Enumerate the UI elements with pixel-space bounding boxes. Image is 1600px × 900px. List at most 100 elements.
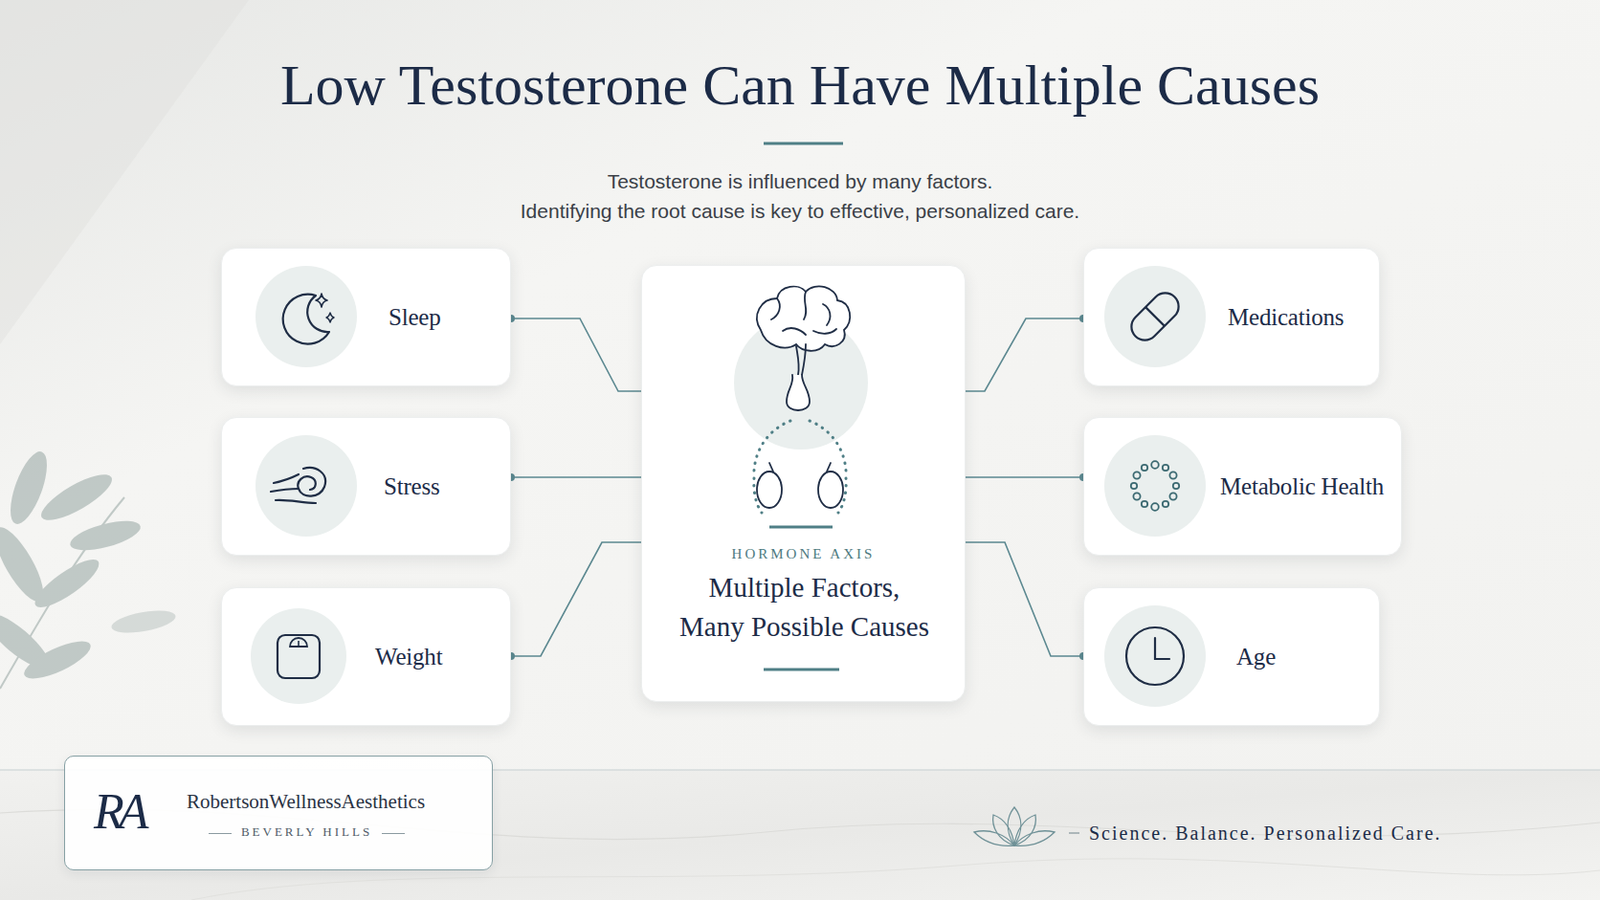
factor-label: Metabolic Health xyxy=(1220,473,1384,501)
logo-box: RA RobertsonWellnessAestheticsBEVERLY HIL… xyxy=(64,755,493,871)
plant-leaves xyxy=(2,447,55,530)
metabolic-icon xyxy=(1141,465,1148,471)
connector-line xyxy=(511,318,642,392)
stress-icon xyxy=(255,435,357,537)
pill-icon xyxy=(1145,307,1165,327)
plant-leaves xyxy=(19,634,95,687)
connector-group xyxy=(507,542,642,661)
factor-label: Medications xyxy=(1227,304,1344,332)
plant-leaves xyxy=(35,466,118,530)
metabolic-icon xyxy=(1131,483,1137,489)
connector-line xyxy=(511,542,642,657)
metabolic-icon xyxy=(1104,435,1206,537)
hormone-axis-illustration xyxy=(733,315,868,450)
hormone-axis-illustration xyxy=(803,291,806,320)
hormone-axis-illustration xyxy=(754,421,791,471)
title-divider xyxy=(763,143,844,145)
metabolic-icon xyxy=(1162,465,1169,471)
metabolic-icon xyxy=(1104,435,1206,537)
metabolic-icon xyxy=(1141,501,1148,508)
sleep-icon xyxy=(326,312,334,323)
pill-icon xyxy=(1126,288,1185,347)
factor-card: Weight xyxy=(221,587,512,727)
stress-icon xyxy=(255,435,357,537)
connector-line xyxy=(965,318,1084,392)
stress-icon xyxy=(297,467,326,497)
wall xyxy=(0,0,249,345)
card-heading: Multiple Factors, Many Possible Causes xyxy=(661,568,948,647)
weight-scale-icon xyxy=(250,608,347,705)
title-divider xyxy=(763,142,844,146)
center-rules xyxy=(763,668,840,672)
factor-card: Medications xyxy=(1083,247,1380,387)
plant-leaves xyxy=(0,521,52,608)
pill-icon xyxy=(1104,266,1206,368)
center-rules xyxy=(769,526,833,530)
lotus-icon xyxy=(974,831,1015,847)
brand-name: RobertsonWellnessAesthetics xyxy=(186,790,425,815)
hormone-axis-illustration xyxy=(796,346,800,376)
lotus-icon xyxy=(1007,807,1022,846)
hormone-axis-illustration xyxy=(782,328,806,335)
hormone-axis-illustration xyxy=(771,298,780,320)
sleep-icon xyxy=(255,266,357,368)
connector-group xyxy=(965,542,1088,661)
hormone-axis-illustration xyxy=(826,463,831,472)
wall xyxy=(0,0,1600,771)
connector-line xyxy=(965,476,1084,479)
sleep-icon xyxy=(255,266,357,368)
lotus-icon xyxy=(1014,831,1055,847)
hormone-axis-illustration xyxy=(756,286,850,351)
factor-card: Stress xyxy=(221,417,512,556)
connector-line xyxy=(511,476,642,479)
hormone-axis-illustration xyxy=(801,344,806,376)
stress-icon xyxy=(273,474,299,484)
monogram: RA xyxy=(93,787,144,838)
lotus-icon xyxy=(1014,815,1036,846)
plant-leaves xyxy=(0,497,125,689)
weight-scale-icon xyxy=(277,635,320,679)
hormone-axis-illustration xyxy=(733,286,868,513)
factor-label: Sleep xyxy=(388,304,442,332)
sleep-icon xyxy=(315,293,328,308)
stress-icon xyxy=(275,500,316,504)
factor-label: Stress xyxy=(383,473,441,501)
connector-group xyxy=(507,314,642,392)
hormone-axis-illustration xyxy=(822,304,830,326)
weight-scale-icon xyxy=(297,641,300,647)
connector-group xyxy=(507,473,642,482)
metabolic-icon xyxy=(1151,503,1159,512)
weight-scale-icon xyxy=(289,638,308,647)
hormone-axis-card: HORMONE AXIS Multiple Factors, Many Possi… xyxy=(641,265,966,703)
plant-leaves xyxy=(66,515,144,557)
hormone-axis-illustration xyxy=(769,463,774,472)
pill-icon xyxy=(1126,288,1185,347)
factor-label: Weight xyxy=(375,644,443,671)
metabolic-icon xyxy=(1169,492,1177,500)
metabolic-icon xyxy=(1133,492,1140,500)
hormone-axis-illustration xyxy=(813,329,837,334)
factor-label: Age xyxy=(1236,644,1276,671)
connector-group xyxy=(965,314,1088,392)
factor-card: Sleep xyxy=(221,247,512,387)
hormone-axis-illustration xyxy=(756,471,782,509)
metabolic-icon xyxy=(1173,483,1179,489)
plant-leaves xyxy=(0,447,178,689)
metabolic-icon xyxy=(1169,471,1177,479)
pill-icon xyxy=(1104,266,1206,368)
wall xyxy=(0,0,1600,771)
metabolic-icon xyxy=(1133,471,1140,479)
factor-card: Age xyxy=(1083,587,1380,727)
plant-leaves xyxy=(0,605,57,677)
stress-icon xyxy=(270,488,299,492)
weight-scale-icon xyxy=(250,608,347,705)
hormone-axis-illustration xyxy=(818,471,844,509)
brand-location: BEVERLY HILLS xyxy=(187,824,426,841)
metabolic-icon xyxy=(1151,461,1159,469)
factor-card: Metabolic Health xyxy=(1083,417,1402,556)
section-kicker: HORMONE AXIS xyxy=(642,545,965,563)
clock-icon xyxy=(1104,605,1206,708)
hormone-axis-illustration xyxy=(809,421,846,471)
clock-icon xyxy=(1126,627,1184,686)
